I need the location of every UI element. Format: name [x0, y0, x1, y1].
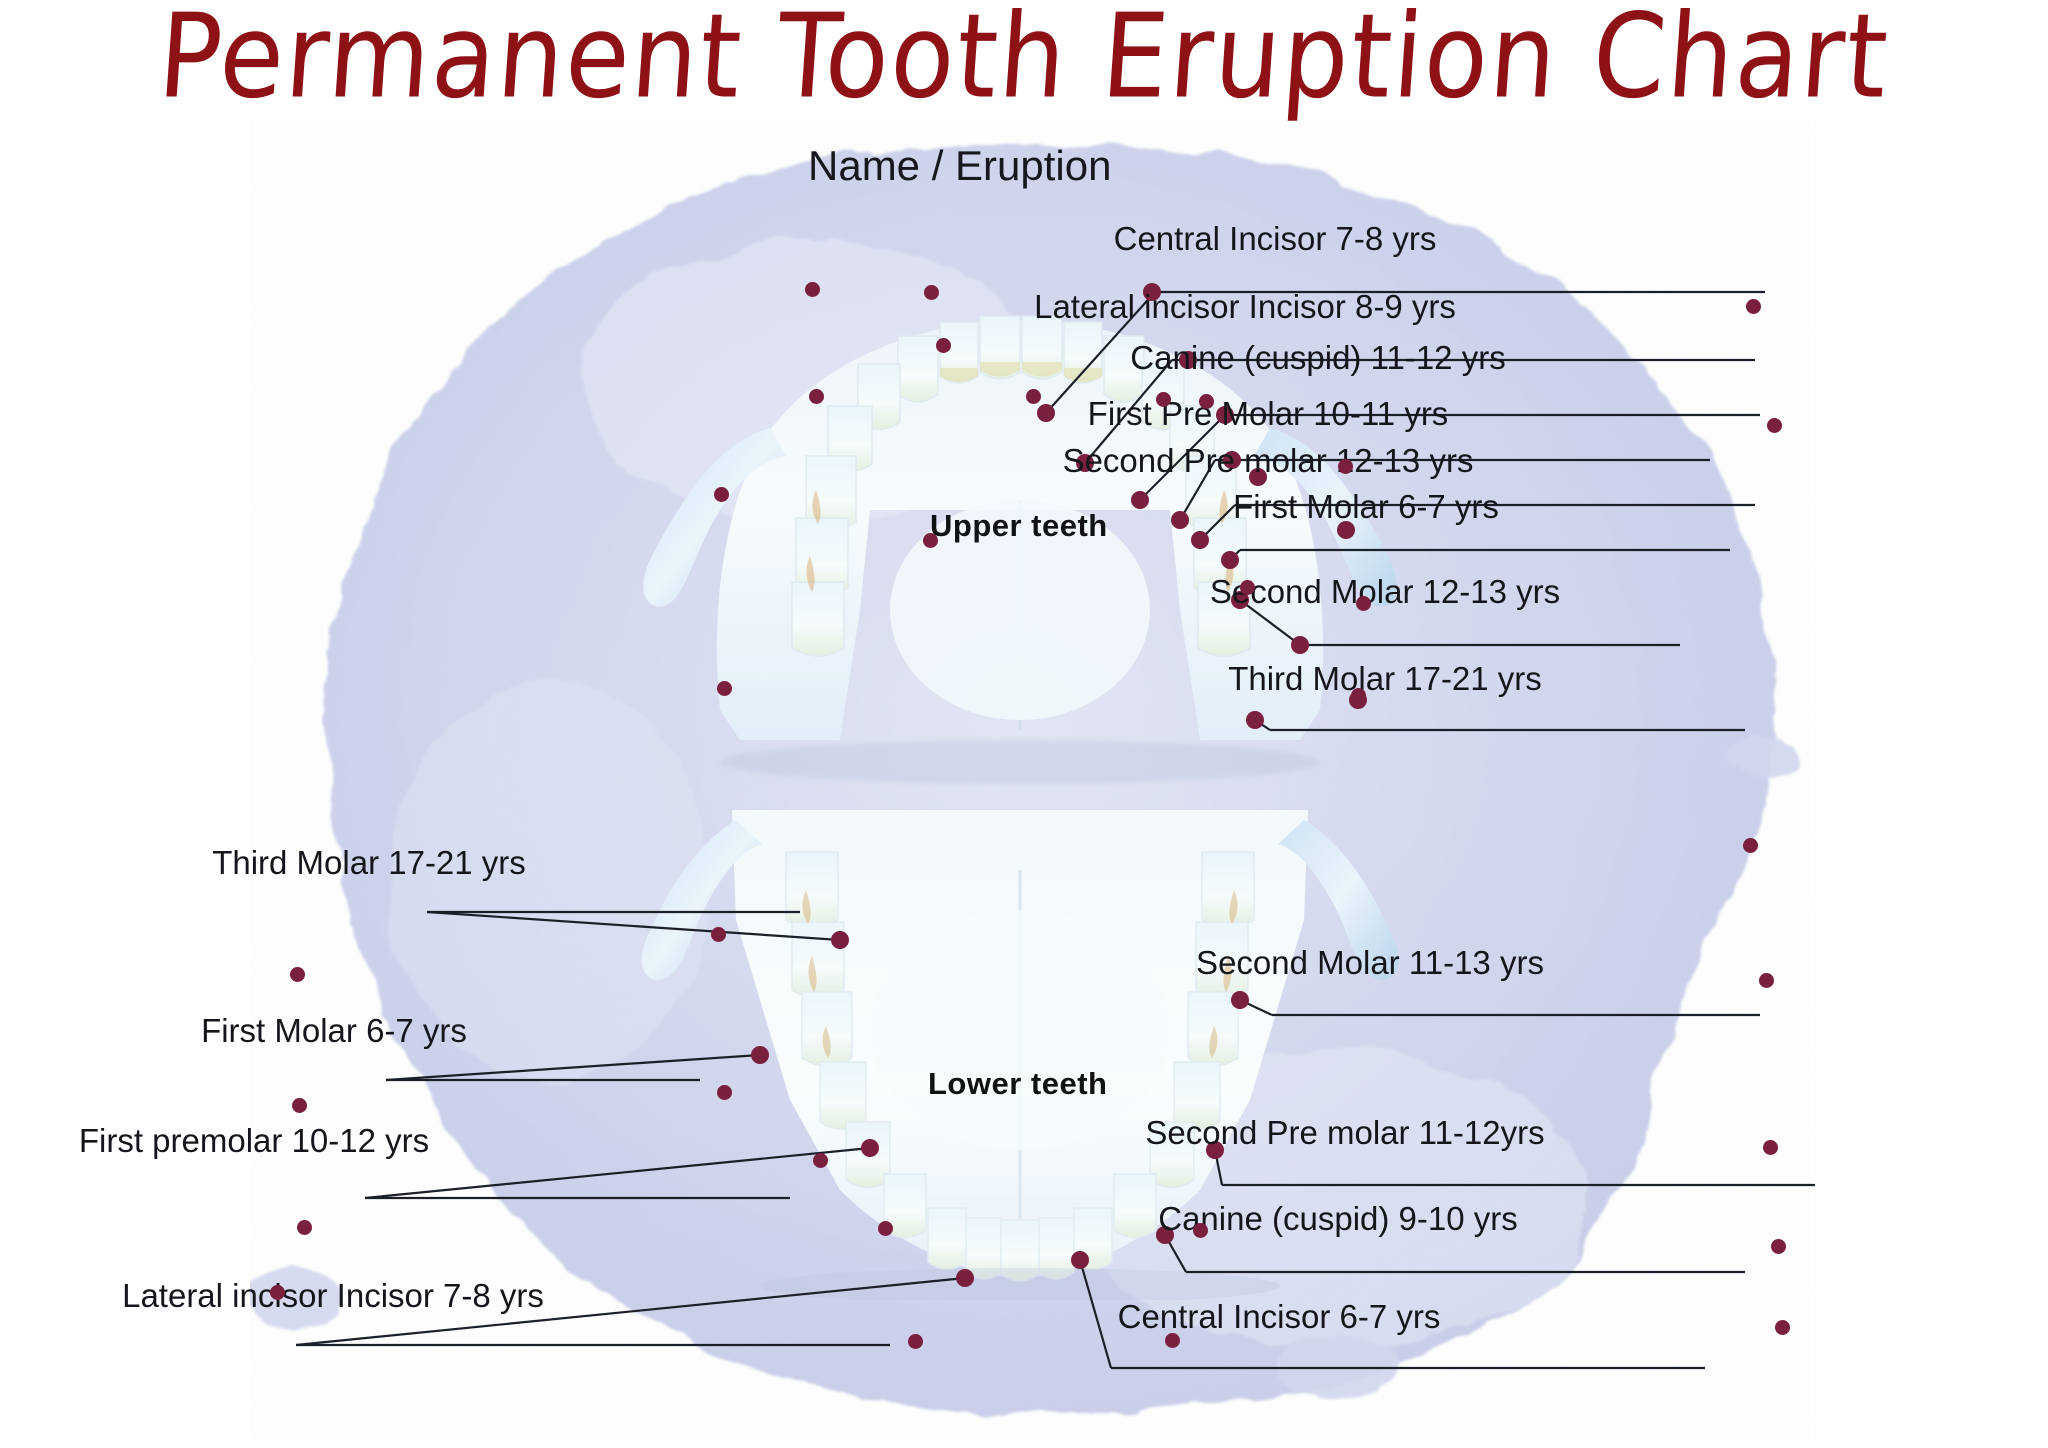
decorative-dot: [714, 487, 729, 502]
decorative-dot: [270, 1285, 285, 1300]
decorative-dot: [717, 681, 732, 696]
decorative-dot: [1193, 1223, 1208, 1238]
decorative-dot: [1743, 838, 1758, 853]
decorative-dot: [1775, 1320, 1790, 1335]
decorative-dot: [1026, 389, 1041, 404]
decorative-dot: [1767, 418, 1782, 433]
lower-teeth-caption: Lower teeth: [928, 1066, 1108, 1101]
decorative-dot: [878, 1221, 893, 1236]
decorative-dot: [297, 1220, 312, 1235]
decorative-dot: [711, 927, 726, 942]
decorative-dot: [290, 967, 305, 982]
tooth-label-upper-right-3: First Pre Molar 10-11 yrs: [1087, 395, 1449, 432]
tooth-label-lower-left-2: First premolar 10-12 yrs: [78, 1122, 430, 1159]
upper-dental-arch-image: [640, 310, 1400, 790]
tooth-label-lower-right-0: Second Molar 11-13 yrs: [1196, 944, 1544, 981]
decorative-dot: [813, 1153, 828, 1168]
decorative-dot: [1156, 392, 1171, 407]
decorative-dot: [1763, 1140, 1778, 1155]
decorative-dot: [1240, 580, 1255, 595]
tooth-label-upper-right-1: Lateral incisor Incisor 8-9 yrs: [1034, 288, 1456, 325]
decorative-dot: [1351, 688, 1366, 703]
decorative-dot: [1771, 1239, 1786, 1254]
decorative-dot: [924, 285, 939, 300]
tooth-label-upper-right-5: First Molar 6-7 yrs: [1233, 488, 1499, 525]
decorative-dot: [1356, 596, 1371, 611]
decorative-dot: [292, 1098, 307, 1113]
tooth-label-upper-right-6: Second Molar 12-13 yrs: [1209, 573, 1561, 610]
tooth-label-lower-right-3: Central Incisor 6-7 yrs: [1117, 1298, 1441, 1335]
tooth-label-lower-left-1: First Molar 6-7 yrs: [201, 1012, 467, 1049]
tooth-label-lower-left-3: Lateral incisor Incisor 7-8 yrs: [122, 1277, 544, 1314]
tooth-label-lower-right-1: Second Pre molar 11-12yrs: [1145, 1114, 1545, 1151]
decorative-dot: [1338, 459, 1353, 474]
decorative-dot: [1746, 299, 1761, 314]
page-subtitle: Name / Eruption: [808, 142, 1112, 189]
tooth-label-lower-right-2: Canine (cuspid) 9-10 yrs: [1158, 1200, 1518, 1237]
decorative-dot: [717, 1085, 732, 1100]
decorative-dot: [1759, 973, 1774, 988]
upper-teeth-caption: Upper teeth: [930, 508, 1108, 543]
tooth-label-lower-left-0: Third Molar 17-21 yrs: [212, 844, 526, 881]
decorative-dot: [805, 282, 820, 297]
decorative-dot: [1165, 1333, 1180, 1348]
tooth-label-upper-right-7: Third Molar 17-21 yrs: [1228, 660, 1542, 697]
decorative-dot: [923, 533, 938, 548]
decorative-dot: [1199, 394, 1214, 409]
tooth-label-upper-right-2: Canine (cuspid) 11-12 yrs: [1130, 339, 1506, 376]
lower-dental-arch-image: [640, 800, 1400, 1304]
decorative-dot: [809, 389, 824, 404]
tooth-label-upper-right-4: Second Pre molar 12-13 yrs: [1062, 442, 1474, 479]
tooth-label-upper-right-0: Central Incisor 7-8 yrs: [1113, 220, 1437, 257]
decorative-dot: [908, 1334, 923, 1349]
decorative-dot: [936, 338, 951, 353]
